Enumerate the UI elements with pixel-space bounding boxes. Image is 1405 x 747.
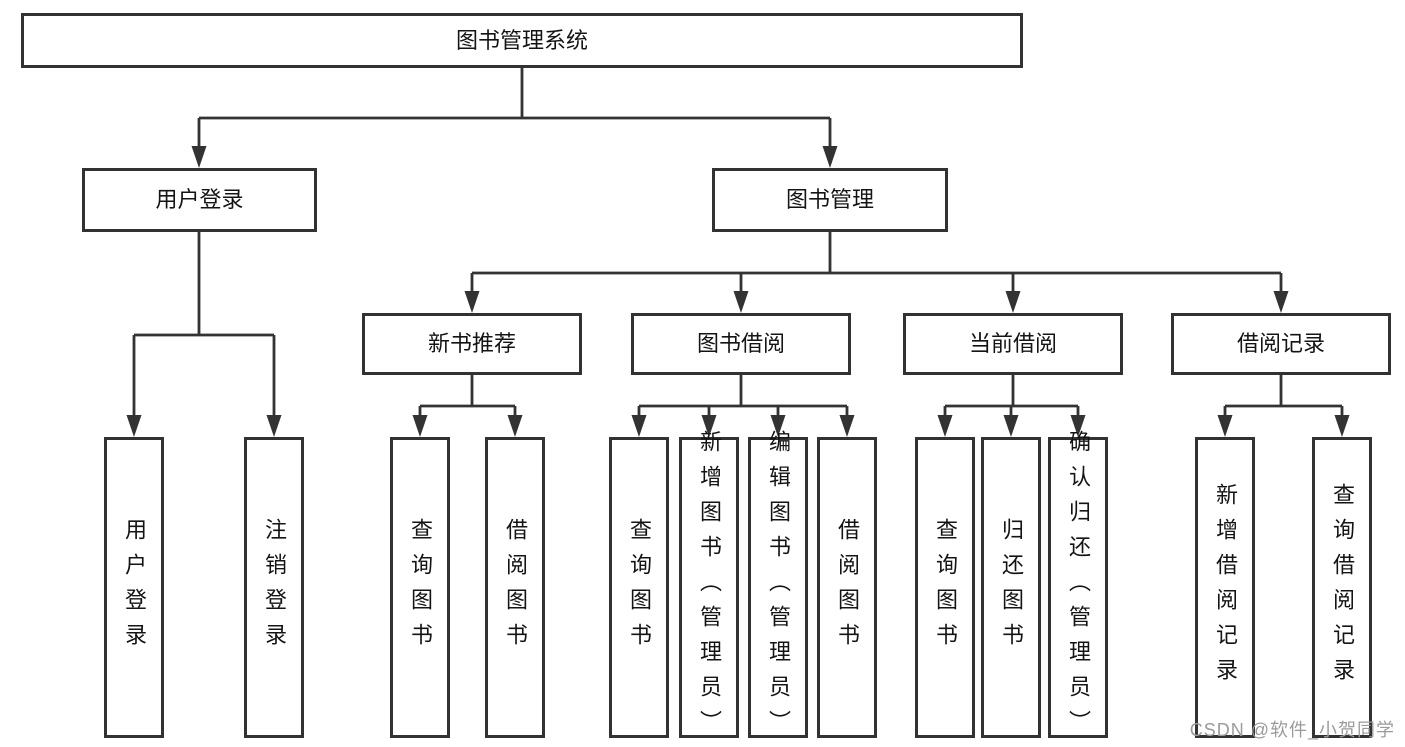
leaf-confirm-return-admin-label: 确认归还（管理员） <box>1066 430 1091 745</box>
connector-current-borrowing-branch <box>943 375 1080 419</box>
node-user-login-label: 用户登录 <box>155 187 244 212</box>
node-new-book-recommend-label: 新书推荐 <box>427 331 516 356</box>
leaf-add-borrow-record-label: 新增借阅记录 <box>1213 482 1238 693</box>
node-borrow-records-label: 借阅记录 <box>1236 331 1325 356</box>
node-root: 图书管理系统 <box>21 13 1023 68</box>
leaf-add-books-admin: 新增图书（管理员） <box>679 430 739 745</box>
connector-user-login-branch <box>132 232 276 419</box>
connector-book-borrowing-branch <box>637 375 849 419</box>
leaf-edit-books-admin: 编辑图书（管理员） <box>748 430 808 745</box>
node-new-book-recommend: 新书推荐 <box>362 313 582 375</box>
leaf-query-books-borrowing-label: 查询图书 <box>627 517 652 658</box>
leaf-query-books-recommend-label: 查询图书 <box>408 517 433 658</box>
node-borrow-records: 借阅记录 <box>1171 313 1391 375</box>
leaf-return-books-label: 归还图书 <box>999 517 1024 658</box>
leaf-query-borrow-record: 查询借阅记录 <box>1312 437 1372 738</box>
arrowhead <box>822 146 838 168</box>
arrowhead <box>266 415 282 437</box>
node-book-management-label: 图书管理 <box>785 187 874 212</box>
leaf-user-login-label: 用户登录 <box>122 517 147 658</box>
leaf-query-books-recommend: 查询图书 <box>390 437 450 738</box>
leaf-borrow-books-borrowing-label: 借阅图书 <box>835 517 860 658</box>
arrowhead <box>1005 291 1021 313</box>
watermark: CSDN @软件_小贺同学 <box>1189 720 1395 740</box>
leaf-borrow-books-borrowing: 借阅图书 <box>817 437 877 738</box>
arrowhead <box>191 146 207 168</box>
arrowhead <box>1003 415 1019 437</box>
leaf-add-books-admin-label: 新增图书（管理员） <box>697 430 722 745</box>
connector-root-branch <box>197 68 832 150</box>
node-root-label: 图书管理系统 <box>455 27 588 53</box>
node-book-management: 图书管理 <box>712 168 948 232</box>
leaf-return-books: 归还图书 <box>981 437 1041 738</box>
node-book-borrowing-label: 图书借阅 <box>696 331 785 356</box>
leaf-borrow-books-recommend: 借阅图书 <box>485 437 545 738</box>
arrowhead <box>507 415 523 437</box>
arrowhead <box>937 415 953 437</box>
node-current-borrowing: 当前借阅 <box>903 313 1123 375</box>
arrowhead <box>1273 291 1289 313</box>
connector-borrow-records-branch <box>1223 375 1344 419</box>
arrowhead <box>733 291 749 313</box>
leaf-query-borrow-record-label: 查询借阅记录 <box>1330 482 1355 693</box>
leaf-user-login: 用户登录 <box>104 437 164 738</box>
node-book-borrowing: 图书借阅 <box>631 313 851 375</box>
arrowhead <box>839 415 855 437</box>
arrowhead <box>126 415 142 437</box>
arrowhead <box>631 415 647 437</box>
leaf-query-books-current-label: 查询图书 <box>933 517 958 658</box>
arrowhead <box>412 415 428 437</box>
connector-new-book-recommend-branch <box>418 375 517 419</box>
node-current-borrowing-label: 当前借阅 <box>968 331 1057 356</box>
connector-book-management-branch <box>470 232 1283 295</box>
arrowhead <box>1217 415 1233 437</box>
leaf-logout-login: 注销登录 <box>244 437 304 738</box>
arrowhead <box>464 291 480 313</box>
leaf-confirm-return-admin: 确认归还（管理员） <box>1048 430 1108 745</box>
leaf-borrow-books-recommend-label: 借阅图书 <box>503 517 528 658</box>
leaf-logout-login-label: 注销登录 <box>262 517 287 658</box>
node-user-login: 用户登录 <box>82 168 317 232</box>
leaf-query-books-current: 查询图书 <box>915 437 975 738</box>
arrowhead <box>1334 415 1350 437</box>
leaf-add-borrow-record: 新增借阅记录 <box>1195 437 1255 738</box>
leaf-edit-books-admin-label: 编辑图书（管理员） <box>766 430 791 745</box>
leaf-query-books-borrowing: 查询图书 <box>609 437 669 738</box>
